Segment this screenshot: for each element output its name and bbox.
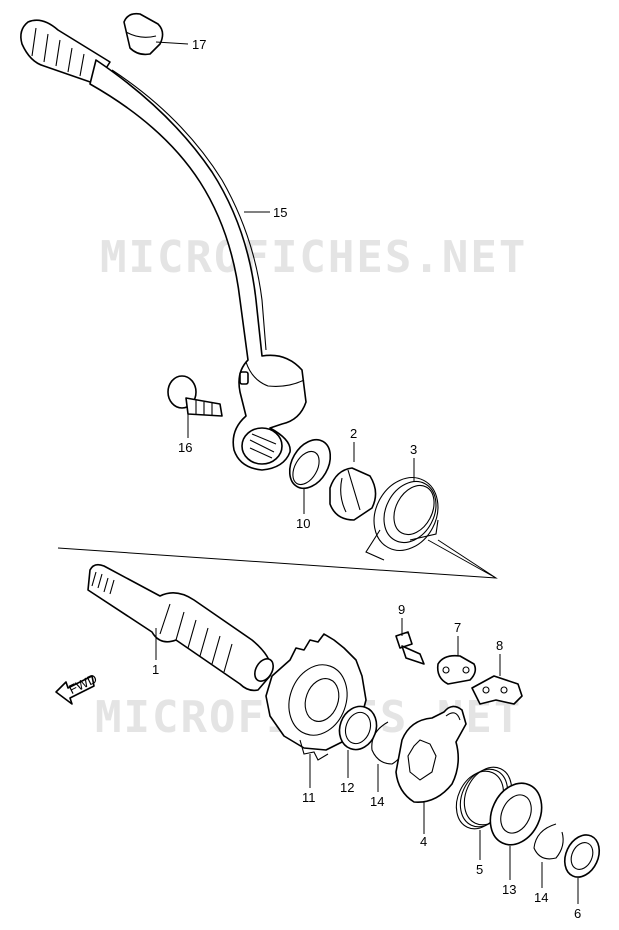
callout-7: 7 [454, 620, 461, 635]
forward-direction-arrow: FWD [55, 671, 99, 705]
callout-8: 8 [496, 638, 503, 653]
callout-9: 9 [398, 602, 405, 617]
stopper-bolt [395, 631, 425, 665]
spring-guide [329, 467, 377, 521]
callout-4: 4 [420, 834, 427, 849]
bushing [288, 438, 332, 490]
callout-1: 1 [152, 662, 159, 677]
callout-5: 5 [476, 862, 483, 877]
callout-12: 12 [340, 780, 354, 795]
kick-starter-spring [365, 477, 439, 561]
assembly-guide-line [57, 539, 498, 579]
stopper-plate [436, 654, 477, 685]
callout-17: 17 [192, 37, 206, 52]
callout-11: 11 [302, 790, 316, 805]
lever-bolt [167, 375, 223, 417]
callout-3: 3 [410, 442, 417, 457]
circlip-lower [533, 823, 564, 860]
lever-cap [123, 12, 164, 56]
stopper-bracket [471, 675, 523, 705]
spring-washer [489, 782, 543, 846]
kick-lever-grip [20, 19, 111, 85]
kick-starter-lever [89, 59, 307, 471]
callout-2: 2 [350, 426, 357, 441]
callout-10: 10 [296, 516, 310, 531]
ratchet [395, 705, 467, 803]
callout-15: 15 [273, 205, 287, 220]
callout-16: 16 [178, 440, 192, 455]
callout-14-lower: 14 [534, 890, 548, 905]
watermark-top: MICROFICHES.NET [100, 232, 527, 283]
callout-14-upper: 14 [370, 794, 384, 809]
end-washer [563, 834, 601, 878]
callout-13: 13 [502, 882, 516, 897]
kick-starter-shaft [87, 563, 274, 692]
callout-6: 6 [574, 906, 581, 921]
leader-lines [155, 41, 579, 904]
